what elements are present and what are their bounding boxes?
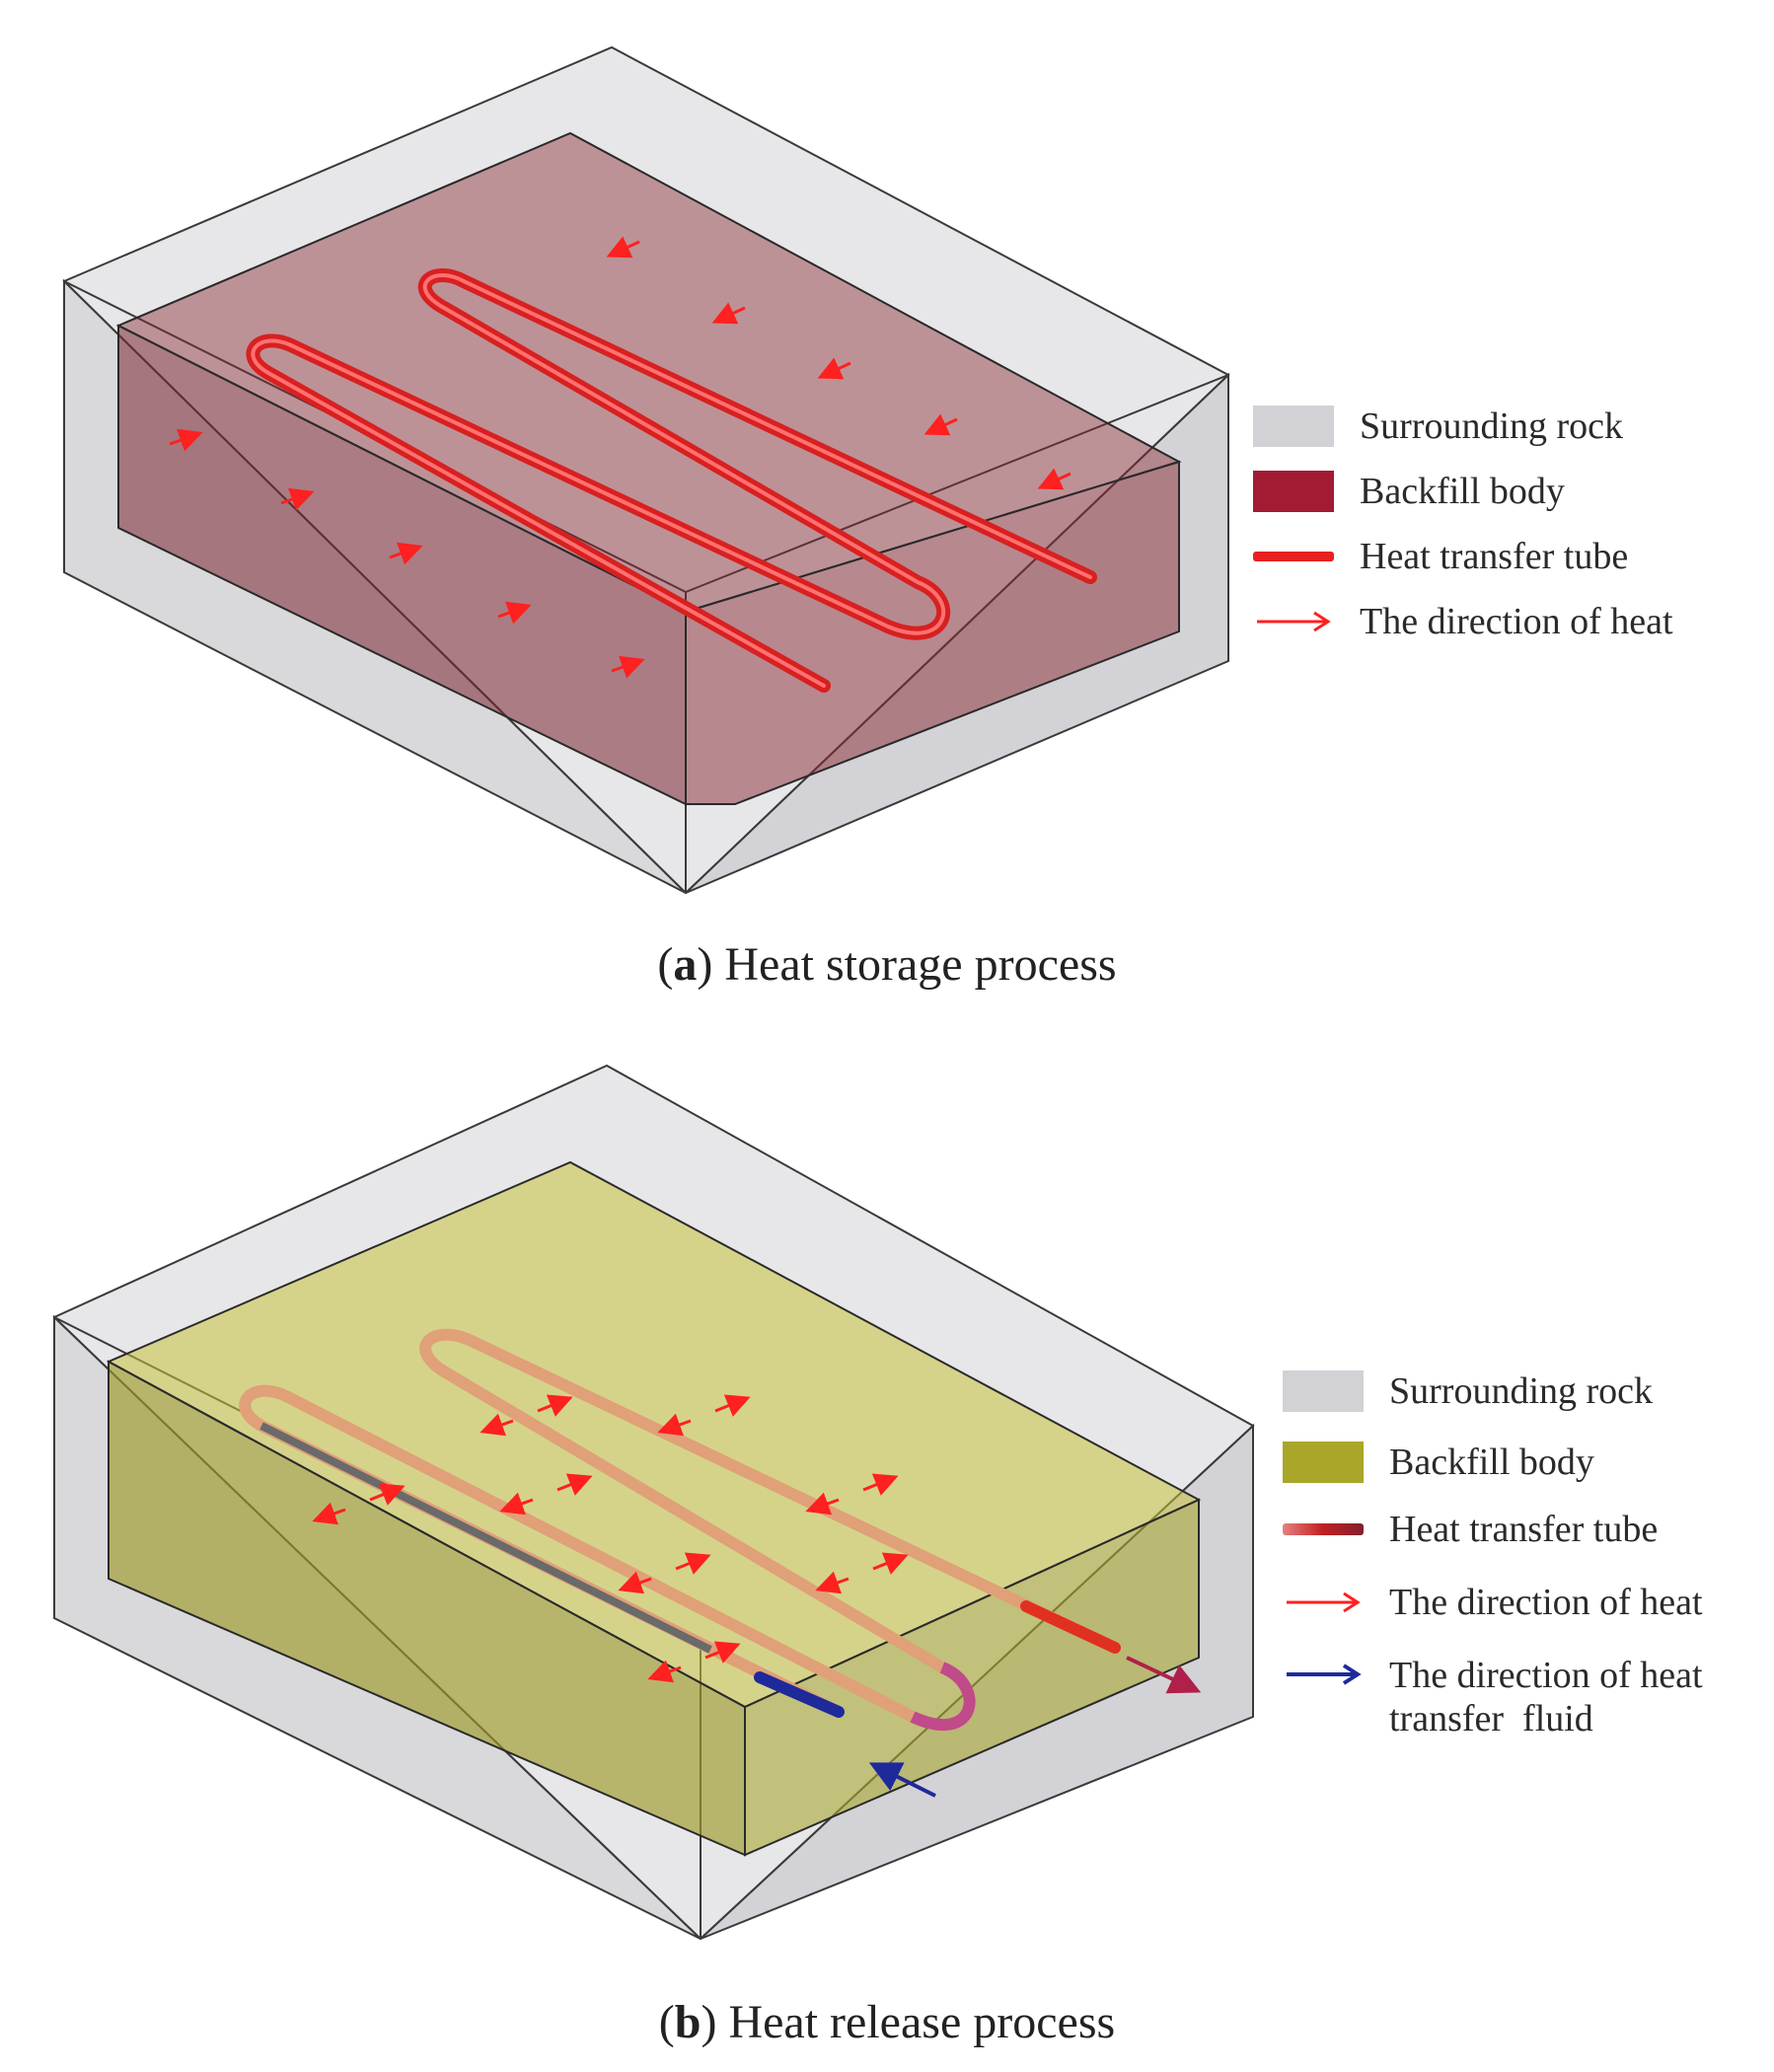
backfill-right-face bbox=[744, 1498, 1200, 1857]
legend-label: The direction of heat bbox=[1389, 1655, 1703, 1696]
panel-heat-release: Surrounding rock Backfill body Heat tran… bbox=[0, 1026, 1774, 2072]
rock-swatch-icon bbox=[1283, 1370, 1364, 1412]
legend-item-heat-direction: The direction of heat bbox=[1253, 600, 1673, 643]
caption-text: Heat release process bbox=[728, 1996, 1116, 2048]
fluid-inlet-arrow bbox=[868, 1762, 936, 1798]
caption-a: (a) Heat storage process bbox=[657, 938, 1117, 991]
panel-heat-storage: Surrounding rock Backfill body Heat tran… bbox=[0, 0, 1774, 1026]
red-arrow-icon bbox=[1257, 611, 1331, 632]
backfill-swatch-icon bbox=[1253, 471, 1334, 512]
legend-label: Surrounding rock bbox=[1360, 406, 1624, 447]
blue-arrow-icon bbox=[1287, 1664, 1362, 1685]
legend-label: The direction of heat bbox=[1360, 601, 1673, 642]
caption-letter: b bbox=[674, 1996, 702, 2048]
legend-b: Surrounding rock Backfill body Heat tran… bbox=[1283, 1369, 1766, 1739]
legend-label: Surrounding rock bbox=[1389, 1370, 1654, 1412]
legend-label: Heat transfer tube bbox=[1360, 536, 1629, 577]
heat-arrows-a bbox=[169, 236, 1072, 679]
legend-item-tube: Heat transfer tube bbox=[1283, 1508, 1658, 1551]
rock-swatch-icon bbox=[1253, 406, 1334, 447]
legend-item-backfill: Backfill body bbox=[1283, 1441, 1594, 1484]
tube-swatch-icon bbox=[1283, 1523, 1364, 1535]
heat-storage-3d-model bbox=[62, 45, 1230, 895]
legend-label: Backfill body bbox=[1360, 471, 1565, 512]
backfill-swatch-icon bbox=[1283, 1442, 1364, 1483]
fluid-outlet-arrow bbox=[1126, 1656, 1202, 1694]
heat-arrows-b bbox=[312, 1394, 909, 1683]
caption-text: Heat storage process bbox=[724, 938, 1117, 991]
legend-item-tube: Heat transfer tube bbox=[1253, 535, 1628, 578]
legend-label: Heat transfer tube bbox=[1389, 1509, 1659, 1550]
legend-label-line2: transfer fluid bbox=[1389, 1698, 1593, 1739]
tube-swatch-icon bbox=[1253, 552, 1334, 561]
legend-item-fluid-direction: The direction of heat transfer fluid bbox=[1283, 1654, 1703, 1740]
red-arrow-icon bbox=[1287, 1591, 1361, 1613]
legend-item-surrounding-rock: Surrounding rock bbox=[1283, 1369, 1653, 1413]
caption-letter: a bbox=[673, 938, 698, 991]
legend-label: Backfill body bbox=[1389, 1442, 1594, 1483]
legend-item-heat-direction: The direction of heat bbox=[1283, 1581, 1703, 1624]
heat-release-3d-model bbox=[52, 1064, 1255, 1941]
legend-a: Surrounding rock Backfill body Heat tran… bbox=[1253, 405, 1766, 671]
legend-item-surrounding-rock: Surrounding rock bbox=[1253, 405, 1623, 448]
legend-label: The direction of heat bbox=[1389, 1582, 1703, 1623]
legend-item-backfill: Backfill body bbox=[1253, 470, 1565, 513]
caption-b: (b) Heat release process bbox=[658, 1996, 1116, 2048]
